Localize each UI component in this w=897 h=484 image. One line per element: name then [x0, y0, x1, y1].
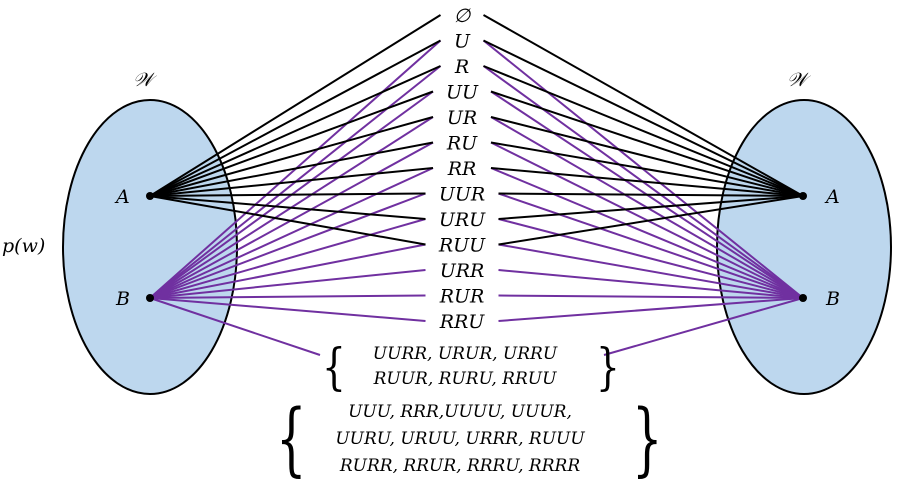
sequence-label: RU — [446, 133, 478, 155]
sequence-label: RRU — [439, 311, 486, 333]
set-group-1-right-brace: } — [596, 339, 620, 397]
edge-left-b — [149, 167, 434, 299]
edge-left-a — [149, 192, 426, 197]
edge-left-a — [149, 39, 441, 197]
edge-left-a — [149, 14, 442, 197]
edge-left-a — [149, 195, 426, 220]
set-group-1-line-1: UURR, URUR, URRU — [373, 344, 558, 364]
sequence-label: ∅ — [454, 5, 472, 27]
set-group-2-right-brace: } — [632, 392, 663, 484]
left-world-label: 𝒲 — [133, 69, 157, 91]
edge-right-a — [483, 14, 804, 197]
set-group-2-line-3: RURR, RRUR, RRRU, RRRR — [339, 456, 580, 476]
probability-label: p(w) — [2, 235, 45, 257]
edge-left-a — [149, 90, 434, 197]
edge-right-a — [498, 192, 804, 197]
edge-right-a — [490, 141, 804, 197]
sequence-label: UU — [446, 82, 479, 104]
sequence-label: RR — [447, 158, 477, 180]
edge-left-b — [149, 218, 426, 299]
set-group-1-line-2: RUUR, RURU, RRUU — [373, 369, 557, 389]
sequence-label: R — [454, 56, 469, 78]
sequence-label: UR — [447, 107, 477, 129]
sequence-label: RUR — [439, 286, 485, 308]
edge-left-b — [149, 294, 426, 299]
edge-right-a — [483, 65, 804, 197]
edge-left-a — [149, 167, 434, 197]
left-node-a-label: A — [114, 186, 130, 208]
right-node-b-label: B — [825, 288, 840, 310]
edge-left-a — [149, 116, 434, 197]
set-group-2-line-1: UUU, RRR,UUUU, UUUR, — [348, 402, 572, 422]
edge-left-b — [149, 243, 426, 299]
sequence-label: URR — [440, 260, 485, 282]
set-group-2-left-brace: { — [276, 392, 307, 484]
right-world-label: 𝒲 — [787, 69, 811, 91]
edges-group — [149, 14, 804, 356]
edge-left-b — [149, 297, 426, 322]
edge-left-b — [149, 297, 321, 356]
edge-left-b — [149, 192, 426, 299]
edge-left-a — [149, 141, 434, 197]
edge-right-a — [490, 90, 804, 197]
left-node-a — [146, 192, 154, 200]
left-node-b-label: B — [115, 288, 130, 310]
edge-right-b — [603, 297, 804, 356]
set-group-2-line-2: UURU, URUU, URRR, RUUU — [335, 429, 585, 449]
edge-left-a — [149, 65, 441, 197]
right-world-ellipse — [716, 99, 892, 395]
sequence-label: URU — [439, 209, 486, 231]
edge-right-a — [490, 167, 804, 197]
edge-right-b — [498, 294, 804, 299]
edge-right-b — [498, 269, 804, 299]
edge-right-b — [498, 218, 804, 299]
right-node-a — [799, 192, 807, 200]
edge-right-a — [498, 195, 804, 246]
edge-right-a — [490, 116, 804, 197]
right-node-b — [799, 294, 807, 302]
edge-left-a — [149, 195, 426, 246]
sequence-label: RUU — [438, 235, 486, 257]
right-node-a-label: A — [824, 186, 840, 208]
set-group-1: { UURR, URUR, URRU RUUR, RURU, RRUU } — [322, 339, 620, 397]
set-group-2: { UUU, RRR,UUUU, UUUR, UURU, URUU, URRR,… — [276, 392, 663, 484]
edge-right-b — [498, 297, 804, 322]
edge-right-b — [490, 167, 804, 299]
edge-right-a — [483, 39, 804, 197]
left-world-ellipse — [62, 99, 238, 395]
edge-left-b — [149, 269, 426, 299]
sequence-label: UUR — [439, 184, 485, 206]
left-node-b — [146, 294, 154, 302]
edge-right-b — [498, 192, 804, 299]
sequence-label: U — [454, 31, 471, 53]
edge-right-b — [498, 243, 804, 299]
set-group-1-left-brace: { — [322, 339, 346, 397]
edge-right-a — [498, 195, 804, 220]
